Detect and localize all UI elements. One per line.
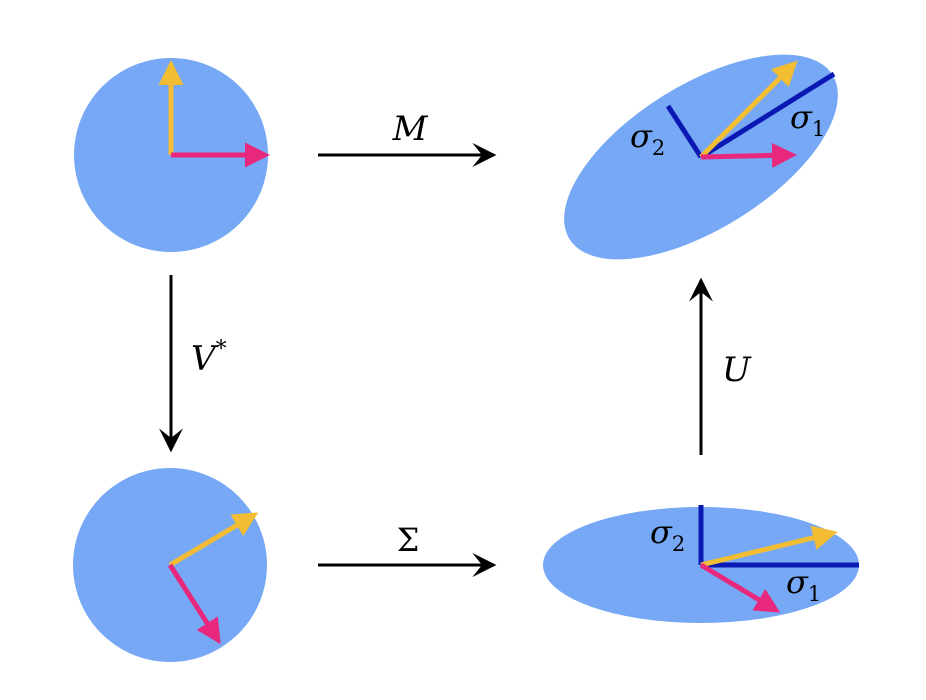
ellipse-bottom-right: σ1 σ2	[543, 505, 859, 623]
magenta-vector	[700, 142, 797, 168]
transform-u: U	[689, 277, 752, 455]
label-sigma-big: Σ	[397, 521, 420, 559]
yellow-vector	[168, 512, 259, 568]
magenta-vector	[699, 562, 781, 613]
label-sigma-2: σ2	[630, 117, 665, 160]
sigma2-axis	[665, 104, 704, 159]
label-v-star: V*	[191, 337, 227, 379]
label-sigma-1: σ1	[790, 98, 825, 141]
unit-circle-bottom-left	[73, 468, 267, 662]
label-sigma-2: σ2	[650, 513, 685, 556]
ellipse-shape	[564, 54, 838, 260]
unit-circle-top-left	[74, 58, 270, 252]
sigma1-axis	[699, 71, 836, 160]
label-m: M	[392, 109, 429, 149]
transform-v-star: V*	[159, 275, 227, 453]
yellow-vector	[699, 60, 798, 159]
yellow-vector	[700, 525, 838, 568]
label-sigma-1: σ1	[786, 563, 821, 606]
transform-m: M	[318, 109, 497, 167]
label-u: U	[722, 350, 752, 390]
magenta-vector	[167, 563, 221, 645]
transform-sigma: Σ	[318, 521, 497, 577]
ellipse-top-right: σ1 σ2	[564, 54, 838, 260]
